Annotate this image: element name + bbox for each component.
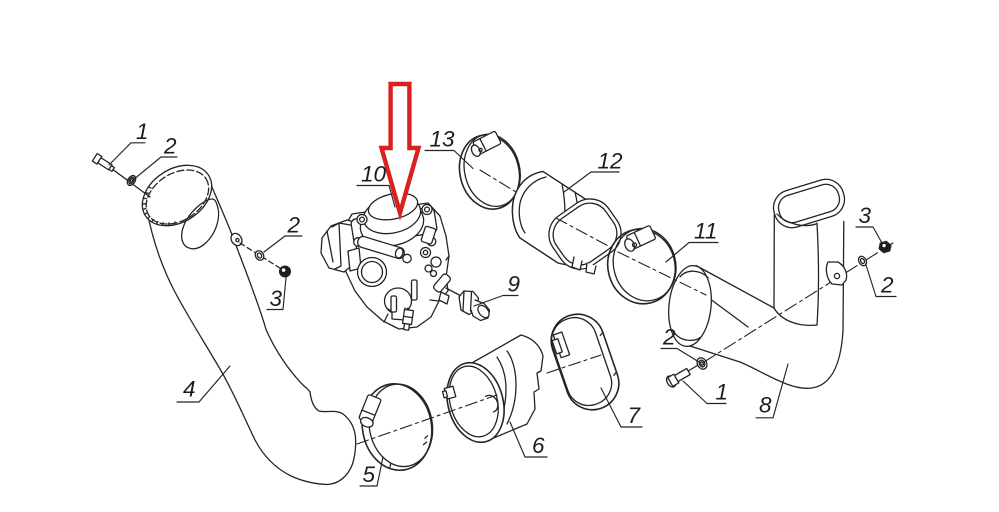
svg-text:1: 1 bbox=[136, 119, 149, 144]
svg-text:3: 3 bbox=[270, 286, 283, 311]
svg-text:7: 7 bbox=[628, 403, 642, 428]
svg-text:5: 5 bbox=[363, 462, 376, 487]
svg-text:12: 12 bbox=[598, 148, 624, 173]
svg-text:3: 3 bbox=[859, 203, 872, 228]
svg-text:11: 11 bbox=[694, 219, 717, 244]
svg-text:10: 10 bbox=[361, 162, 387, 187]
svg-text:2: 2 bbox=[880, 273, 894, 298]
svg-text:2: 2 bbox=[163, 134, 177, 159]
svg-text:4: 4 bbox=[183, 377, 196, 402]
svg-text:13: 13 bbox=[430, 127, 456, 152]
svg-text:1: 1 bbox=[716, 380, 729, 405]
svg-text:2: 2 bbox=[287, 213, 301, 238]
svg-text:6: 6 bbox=[532, 433, 545, 458]
svg-text:9: 9 bbox=[508, 272, 521, 297]
svg-text:2: 2 bbox=[662, 325, 676, 350]
svg-text:8: 8 bbox=[759, 393, 772, 418]
